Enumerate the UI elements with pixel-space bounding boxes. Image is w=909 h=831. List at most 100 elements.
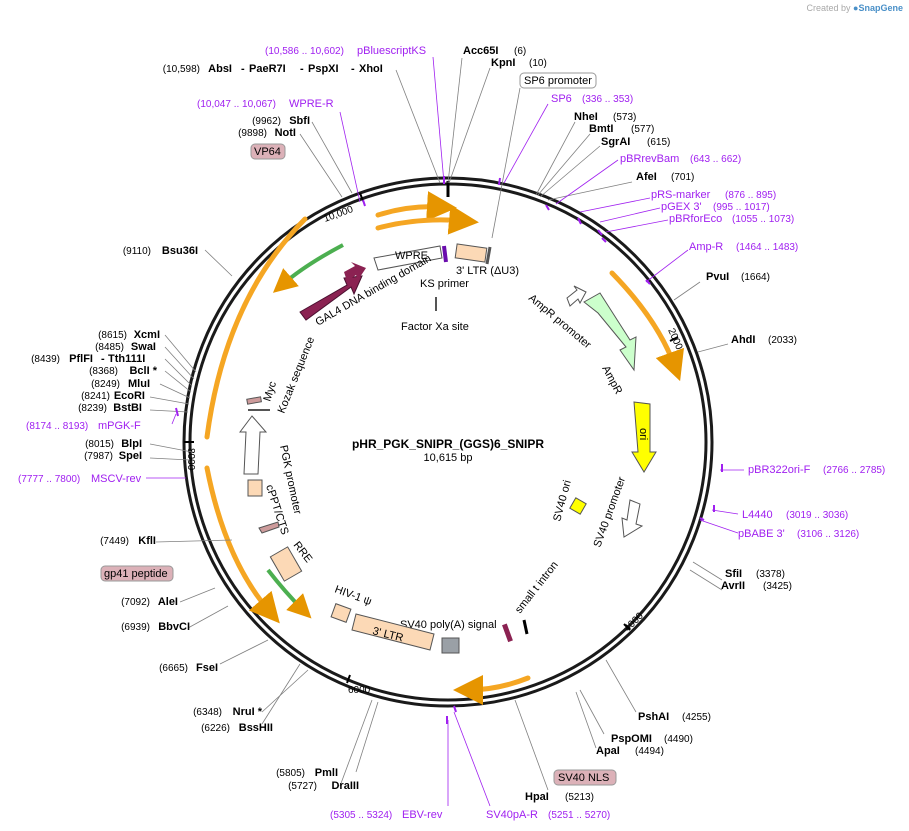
primer-mscv-rev-range: (7777 .. 7800)	[18, 474, 80, 485]
sv40-polya-shape	[441, 637, 460, 654]
rre-shape	[269, 546, 303, 582]
primer-pbrrevbam-range: (643 .. 662)	[690, 154, 741, 165]
site-bsshii: BssHII	[239, 722, 273, 734]
site-tth111i: Tth111I	[108, 353, 145, 365]
site-mlui: MluI	[128, 378, 150, 390]
site-hpai-pos: (5213)	[565, 792, 594, 803]
primer-pbrforeco-range: (1055 .. 1073)	[732, 214, 794, 225]
site-noti-pos: (9898)	[238, 128, 267, 139]
ltr-du3-shape	[454, 243, 488, 263]
gal4-shape	[299, 275, 363, 321]
site-xhoi: XhoI	[359, 63, 383, 75]
site-bmti: BmtI	[589, 123, 613, 135]
site-ecori: EcoRI	[114, 390, 145, 402]
pgk-promoter-shape	[239, 415, 268, 475]
leader-lines	[149, 57, 729, 791]
ltr-marker	[442, 245, 448, 263]
sp6-promoter-label: SP6 promoter	[524, 75, 592, 87]
primer-amp-r-range: (1464 .. 1483)	[736, 242, 798, 253]
site-spei: SpeI	[119, 450, 142, 462]
site-avrii-pos: (3425)	[763, 581, 792, 592]
site-avrii: AvrII	[721, 580, 745, 592]
primer-amp-r: Amp-R	[689, 241, 723, 253]
primer-pbluescriptks-range: (10,586 .. 10,602)	[265, 46, 344, 57]
site-absi-pos: (10,598)	[163, 64, 200, 75]
site-nrui: NruI *	[233, 706, 263, 718]
sv40-promoter-label: SV40 promoter	[592, 475, 629, 549]
site-ecori-pos: (8241)	[81, 391, 110, 402]
snapgene-brand: Created by ●SnapGene	[807, 3, 904, 13]
site-bstbi-pos: (8239)	[78, 403, 107, 414]
primer-sv40pa-r-range: (5251 .. 5270)	[548, 810, 610, 821]
tick-10000: 10,000	[322, 192, 364, 225]
site-pvui: PvuI	[706, 271, 729, 283]
small-t-intron-label: small t intron	[513, 559, 561, 616]
site-acc65i: Acc65I	[463, 45, 498, 57]
tick-6000: 6000	[346, 674, 371, 696]
site-fsei: FseI	[196, 662, 218, 674]
site-nhei: NheI	[574, 111, 598, 123]
site-bmti-pos: (577)	[631, 124, 654, 135]
site-blpi: BlpI	[121, 438, 142, 450]
orf-arc-top-1	[375, 191, 457, 222]
site-pspomi-pos: (4490)	[664, 734, 693, 745]
primer-pbrrevbam: pBRrevBam	[620, 153, 679, 165]
site-pflfi-pos: (8439)	[31, 354, 60, 365]
vp64-label: VP64	[254, 146, 281, 158]
tick-label-8000: 8000	[185, 448, 196, 471]
ampr-label: AmpR	[599, 364, 624, 397]
tick-8000: 8000	[184, 441, 196, 471]
site-bsu36i-pos: (9110)	[123, 246, 151, 257]
site-sep-3: -	[300, 63, 304, 75]
site-xcmi: XcmI	[134, 329, 160, 341]
site-kpni-pos: (10)	[529, 58, 547, 69]
site-afei-pos: (701)	[671, 172, 694, 183]
site-afei: AfeI	[636, 171, 657, 183]
orf-arc-bottom	[453, 674, 531, 705]
site-xcmi-pos: (8615)	[98, 330, 127, 341]
primer-l4440: L4440	[742, 509, 773, 521]
site-sgrai-pos: (615)	[647, 137, 670, 148]
site-nrui-pos: (6348)	[193, 707, 222, 718]
site-sfii-pos: (3378)	[756, 569, 785, 580]
primer-pbluescriptks: pBluescriptKS	[357, 45, 426, 57]
wpre-shape	[373, 245, 443, 271]
snapgene-name: SnapGene	[858, 3, 903, 13]
site-bsshii-pos: (6226)	[201, 723, 230, 734]
orf-arcs	[204, 191, 684, 705]
sp6-promoter-box: SP6 promoter	[519, 72, 597, 89]
primer-ebv-rev: EBV-rev	[402, 809, 443, 821]
ampr-promoter-shape	[566, 285, 587, 307]
gal4-label: GAL4 DNA binding domain	[314, 252, 434, 328]
primer-ticks	[175, 176, 723, 724]
site-bcli-pos: (8368)	[89, 366, 118, 377]
plasmid-size: 10,615 bp	[424, 452, 473, 464]
vp64-box: VP64	[250, 143, 286, 160]
site-absi: AbsI	[208, 63, 232, 75]
site-noti: NotI	[275, 127, 296, 139]
ampr-promoter-label: AmpR promoter	[526, 292, 593, 351]
site-apai-pos: (4494)	[635, 746, 664, 757]
site-nhei-pos: (573)	[613, 112, 636, 123]
green-arc-upper	[272, 243, 344, 293]
myc-label: Myc	[261, 380, 279, 403]
plasmid-name: pHR_PGK_SNIPR_(GGS)6_SNIPR	[352, 437, 544, 451]
site-sbfi: SbfI	[289, 115, 310, 127]
gal4-shape-2	[344, 262, 366, 281]
primer-wpre-r-range: (10,047 .. 10,067)	[197, 99, 276, 110]
orf-arc-left-upper	[204, 216, 308, 440]
site-swai-pos: (8485)	[95, 342, 124, 353]
site-blpi-pos: (8015)	[85, 439, 114, 450]
site-sep-4: -	[351, 63, 355, 75]
primer-sv40pa-r: SV40pA-R	[486, 809, 538, 821]
site-swai: SwaI	[131, 341, 156, 353]
orf-arc-top-2	[375, 204, 479, 235]
snapgene-logo: ●	[853, 3, 859, 13]
small-t-intron-marker	[522, 619, 529, 635]
sv40-nls-label: SV40 NLS	[558, 772, 609, 784]
site-bcli: BclI *	[129, 365, 157, 377]
kozak-label: Kozak sequence	[276, 335, 318, 415]
site-pmli-pos: (5805)	[276, 768, 305, 779]
primer-mpgk-f-range: (8174 .. 8193)	[26, 421, 88, 432]
site-pmli: PmlI	[315, 767, 338, 779]
